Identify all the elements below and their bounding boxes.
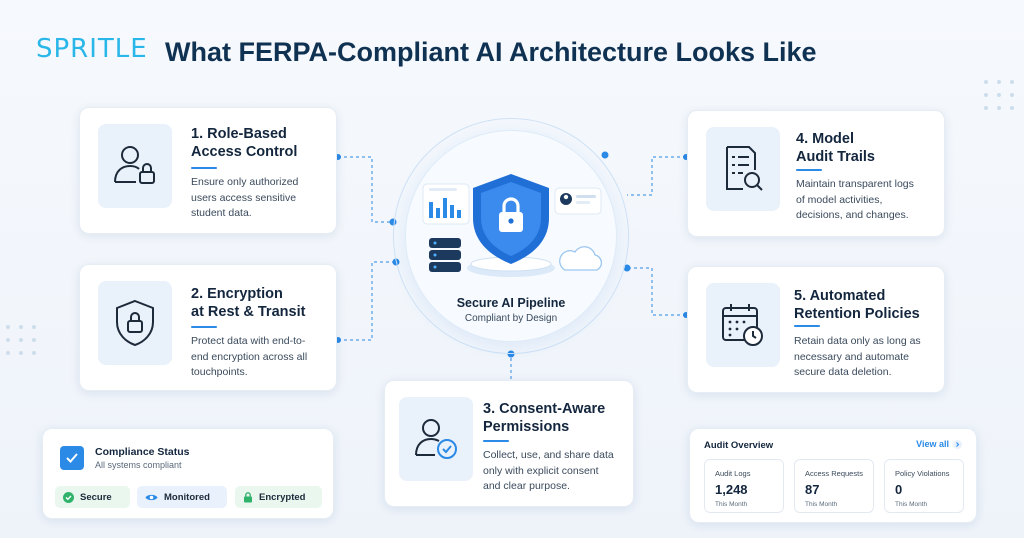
dot-grid-left [6, 325, 36, 355]
check-circle-icon [63, 491, 74, 503]
card-underline [191, 167, 217, 169]
pipeline-title: Secure AI Pipeline [456, 296, 566, 310]
pipeline-ring [393, 118, 629, 354]
card-underline [794, 325, 820, 327]
calendar-clock-icon [722, 304, 763, 346]
audit-overview-panel: Audit Overview View all Audit Logs 1,248… [689, 428, 977, 523]
dot-grid-top-right [984, 80, 1014, 110]
stat-access-requests: Access Requests 87 This Month [794, 459, 874, 513]
compliance-status-panel: Compliance Status All systems compliant … [42, 428, 334, 519]
check-square-icon [60, 446, 84, 470]
pipeline-subtitle: Compliant by Design [464, 313, 558, 324]
user-lock-icon [114, 146, 155, 184]
card-underline [796, 169, 822, 171]
chevron-right-icon [953, 439, 962, 449]
eye-icon [145, 494, 158, 500]
card-underline [483, 440, 509, 442]
audit-title: Audit Overview [704, 440, 774, 451]
status-pill-secure: Secure [55, 486, 130, 508]
shield-lock-icon [116, 299, 154, 347]
sprite-logo: SPRITLE [36, 34, 148, 64]
stat-audit-logs: Audit Logs 1,248 This Month [704, 459, 784, 513]
status-pill-monitored: Monitored [137, 486, 227, 508]
card-description: Protect data with end-to-end encryption … [191, 335, 308, 378]
card-underline [191, 326, 217, 328]
pipeline-illustration [422, 174, 603, 277]
status-pill-encrypted: Encrypted [235, 486, 322, 508]
compliance-subtitle: All systems compliant [95, 460, 182, 470]
lock-icon [244, 491, 252, 502]
document-search-icon [726, 146, 763, 191]
compliance-title: Compliance Status [95, 446, 190, 458]
user-check-icon [415, 419, 457, 459]
view-all-link[interactable]: View all [916, 439, 962, 449]
page-title: What FERPA-Compliant AI Architecture Loo… [165, 37, 817, 67]
stat-policy-violations: Policy Violations 0 This Month [884, 459, 964, 513]
